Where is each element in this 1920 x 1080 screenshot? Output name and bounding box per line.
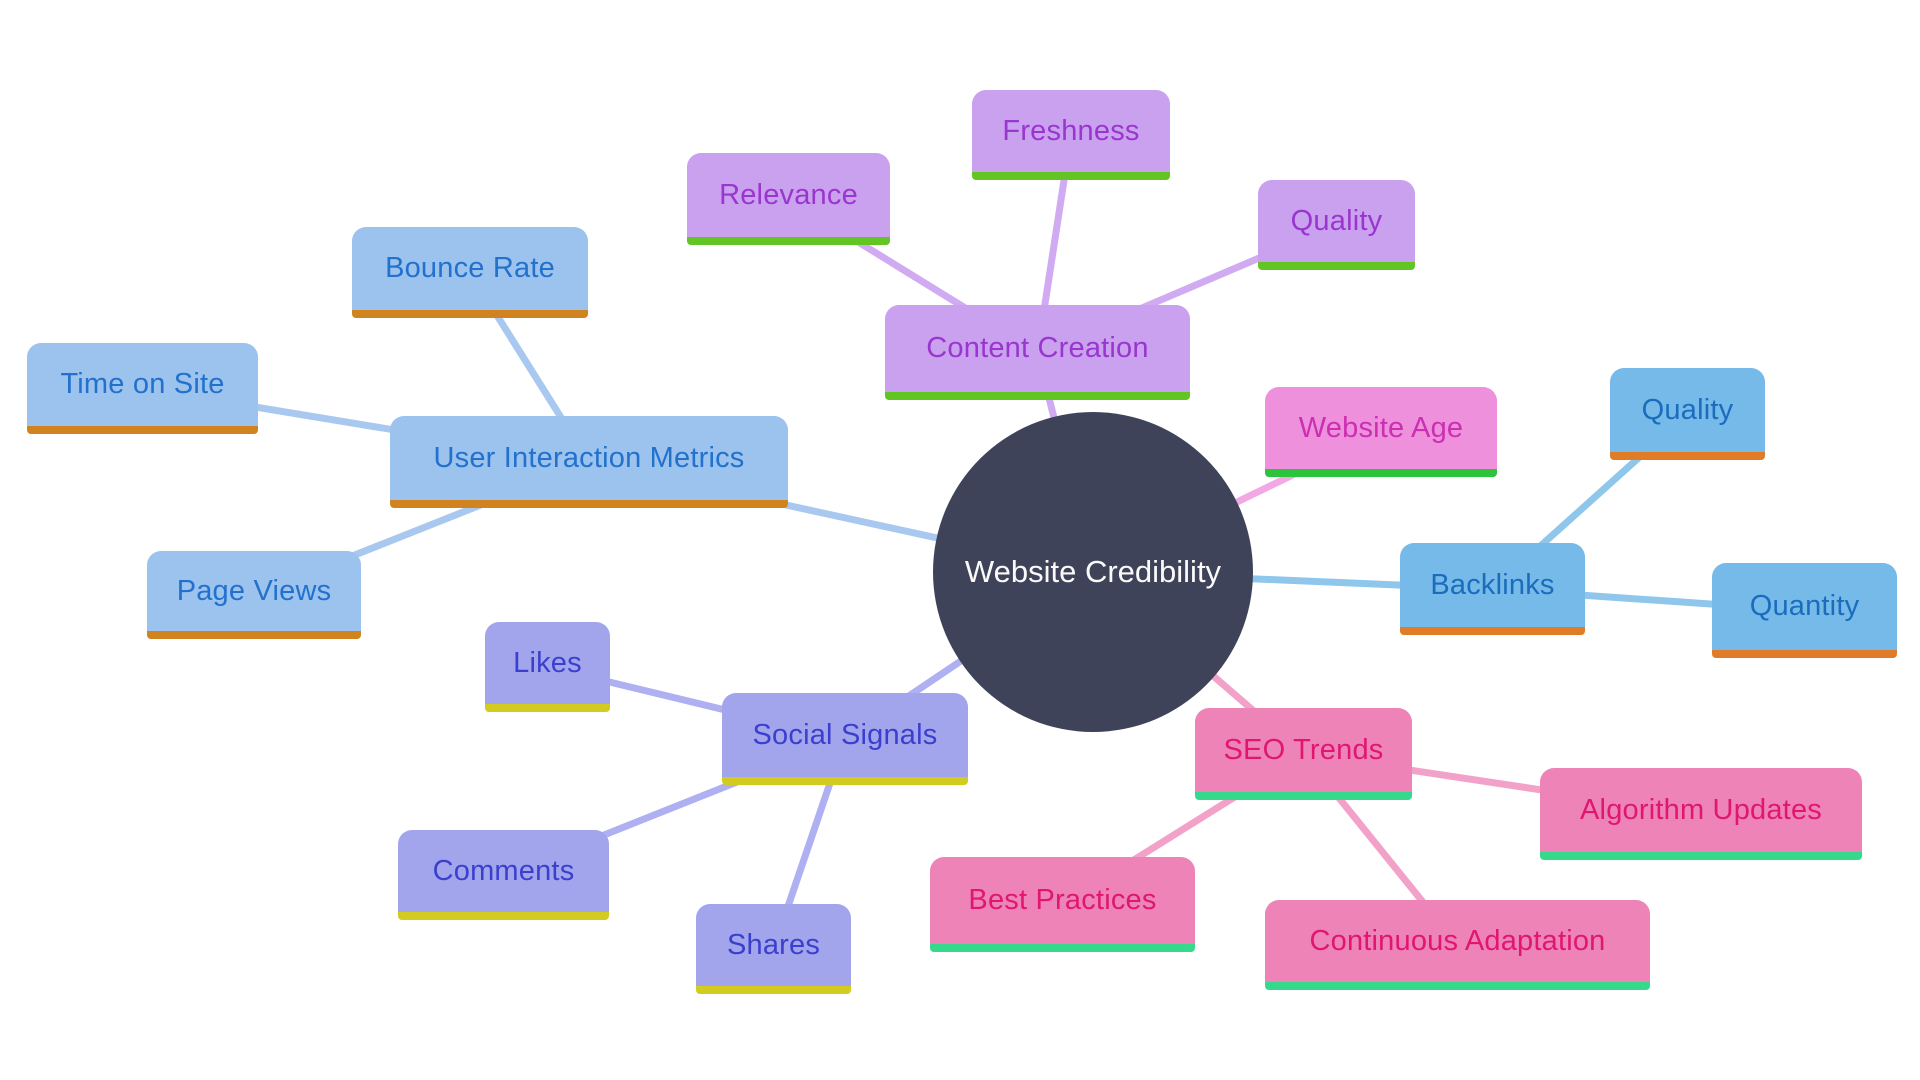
node-algorithm-updates[interactable]: Algorithm Updates [1540, 768, 1862, 860]
node-quality-content[interactable]: Quality [1258, 180, 1415, 270]
node-website-age[interactable]: Website Age [1265, 387, 1497, 477]
node-comments[interactable]: Comments [398, 830, 609, 920]
node-backlinks[interactable]: Backlinks [1400, 543, 1585, 635]
node-best-practices[interactable]: Best Practices [930, 857, 1195, 952]
node-time-on-site[interactable]: Time on Site [27, 343, 258, 434]
node-content-creation[interactable]: Content Creation [885, 305, 1190, 400]
node-shares[interactable]: Shares [696, 904, 851, 994]
node-page-views[interactable]: Page Views [147, 551, 361, 639]
node-relevance[interactable]: Relevance [687, 153, 890, 245]
node-continuous-adaptation[interactable]: Continuous Adaptation [1265, 900, 1650, 990]
node-likes[interactable]: Likes [485, 622, 610, 712]
node-bounce-rate[interactable]: Bounce Rate [352, 227, 588, 318]
node-freshness[interactable]: Freshness [972, 90, 1170, 180]
node-website-credibility-center[interactable]: Website Credibility [933, 412, 1253, 732]
node-social-signals[interactable]: Social Signals [722, 693, 968, 785]
node-user-interaction-metrics[interactable]: User Interaction Metrics [390, 416, 788, 508]
node-quantity[interactable]: Quantity [1712, 563, 1897, 658]
node-quality-backlinks[interactable]: Quality [1610, 368, 1765, 460]
node-seo-trends[interactable]: SEO Trends [1195, 708, 1412, 800]
